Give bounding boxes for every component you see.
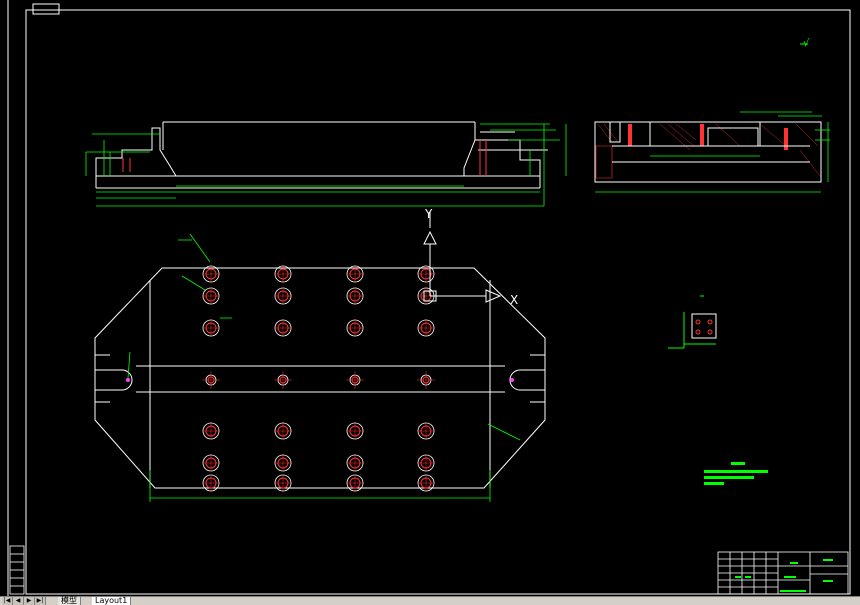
- title-block: [717, 551, 849, 595]
- bolt-hole: [346, 474, 364, 492]
- last-tab-button[interactable]: ▶|: [35, 597, 46, 605]
- plan-view-dimensions: [127, 233, 521, 502]
- front-view-dimensions: [85, 123, 567, 207]
- tab-model[interactable]: 模型: [58, 597, 81, 605]
- y-axis-label: Y: [424, 207, 433, 221]
- bolt-hole: [202, 287, 220, 305]
- bolt-hole: [274, 422, 292, 440]
- next-tab-button[interactable]: ▶: [24, 597, 35, 605]
- bolt-hole: [346, 265, 364, 283]
- plan-view-outline: [94, 267, 546, 489]
- x-axis-label: X: [510, 293, 518, 307]
- prev-tab-button[interactable]: ◀: [13, 597, 24, 605]
- bolt-hole: [202, 371, 220, 389]
- bolt-hole: [417, 371, 435, 389]
- bolt-hole: [417, 454, 435, 472]
- tab-layout1[interactable]: Layout1: [92, 597, 132, 605]
- bolt-hole: [346, 287, 364, 305]
- bolt-hole: [417, 422, 435, 440]
- revision-block-left: [9, 545, 25, 595]
- bolt-hole: [202, 454, 220, 472]
- side-view-dimensions: [595, 111, 830, 193]
- slot-center-marker: [510, 378, 514, 382]
- ucs-axis-icon: [423, 212, 502, 303]
- drawing-frame: [7, 0, 851, 596]
- bolt-hole: [274, 265, 292, 283]
- title-block-text: [735, 559, 833, 592]
- side-section-view: [594, 121, 822, 183]
- bolt-hole: [417, 319, 435, 337]
- bolt-hole: [202, 319, 220, 337]
- plan-hole-grid: [126, 265, 514, 492]
- bolt-hole: [274, 287, 292, 305]
- bolt-hole: [346, 454, 364, 472]
- bolt-hole: [417, 265, 435, 283]
- detail-view-small: [668, 295, 717, 349]
- technical-notes: [704, 462, 768, 485]
- slot-center-marker: [126, 378, 130, 382]
- layout-tab-bar: |◀ ◀ ▶ ▶| 模型 Layout1: [0, 596, 860, 605]
- bolt-hole: [346, 371, 364, 389]
- bolt-hole: [202, 474, 220, 492]
- bolt-hole: [202, 422, 220, 440]
- front-view-red-details: [122, 140, 487, 176]
- bolt-hole: [417, 474, 435, 492]
- bolt-hole: [274, 454, 292, 472]
- front-elevation-view: [95, 121, 548, 189]
- roughness-symbol: √: [800, 38, 810, 49]
- bolt-hole: [346, 319, 364, 337]
- first-tab-button[interactable]: |◀: [2, 597, 13, 605]
- bolt-hole: [274, 474, 292, 492]
- bolt-hole: [274, 319, 292, 337]
- bolt-hole: [202, 265, 220, 283]
- bolt-hole: [346, 422, 364, 440]
- bolt-hole: [274, 371, 292, 389]
